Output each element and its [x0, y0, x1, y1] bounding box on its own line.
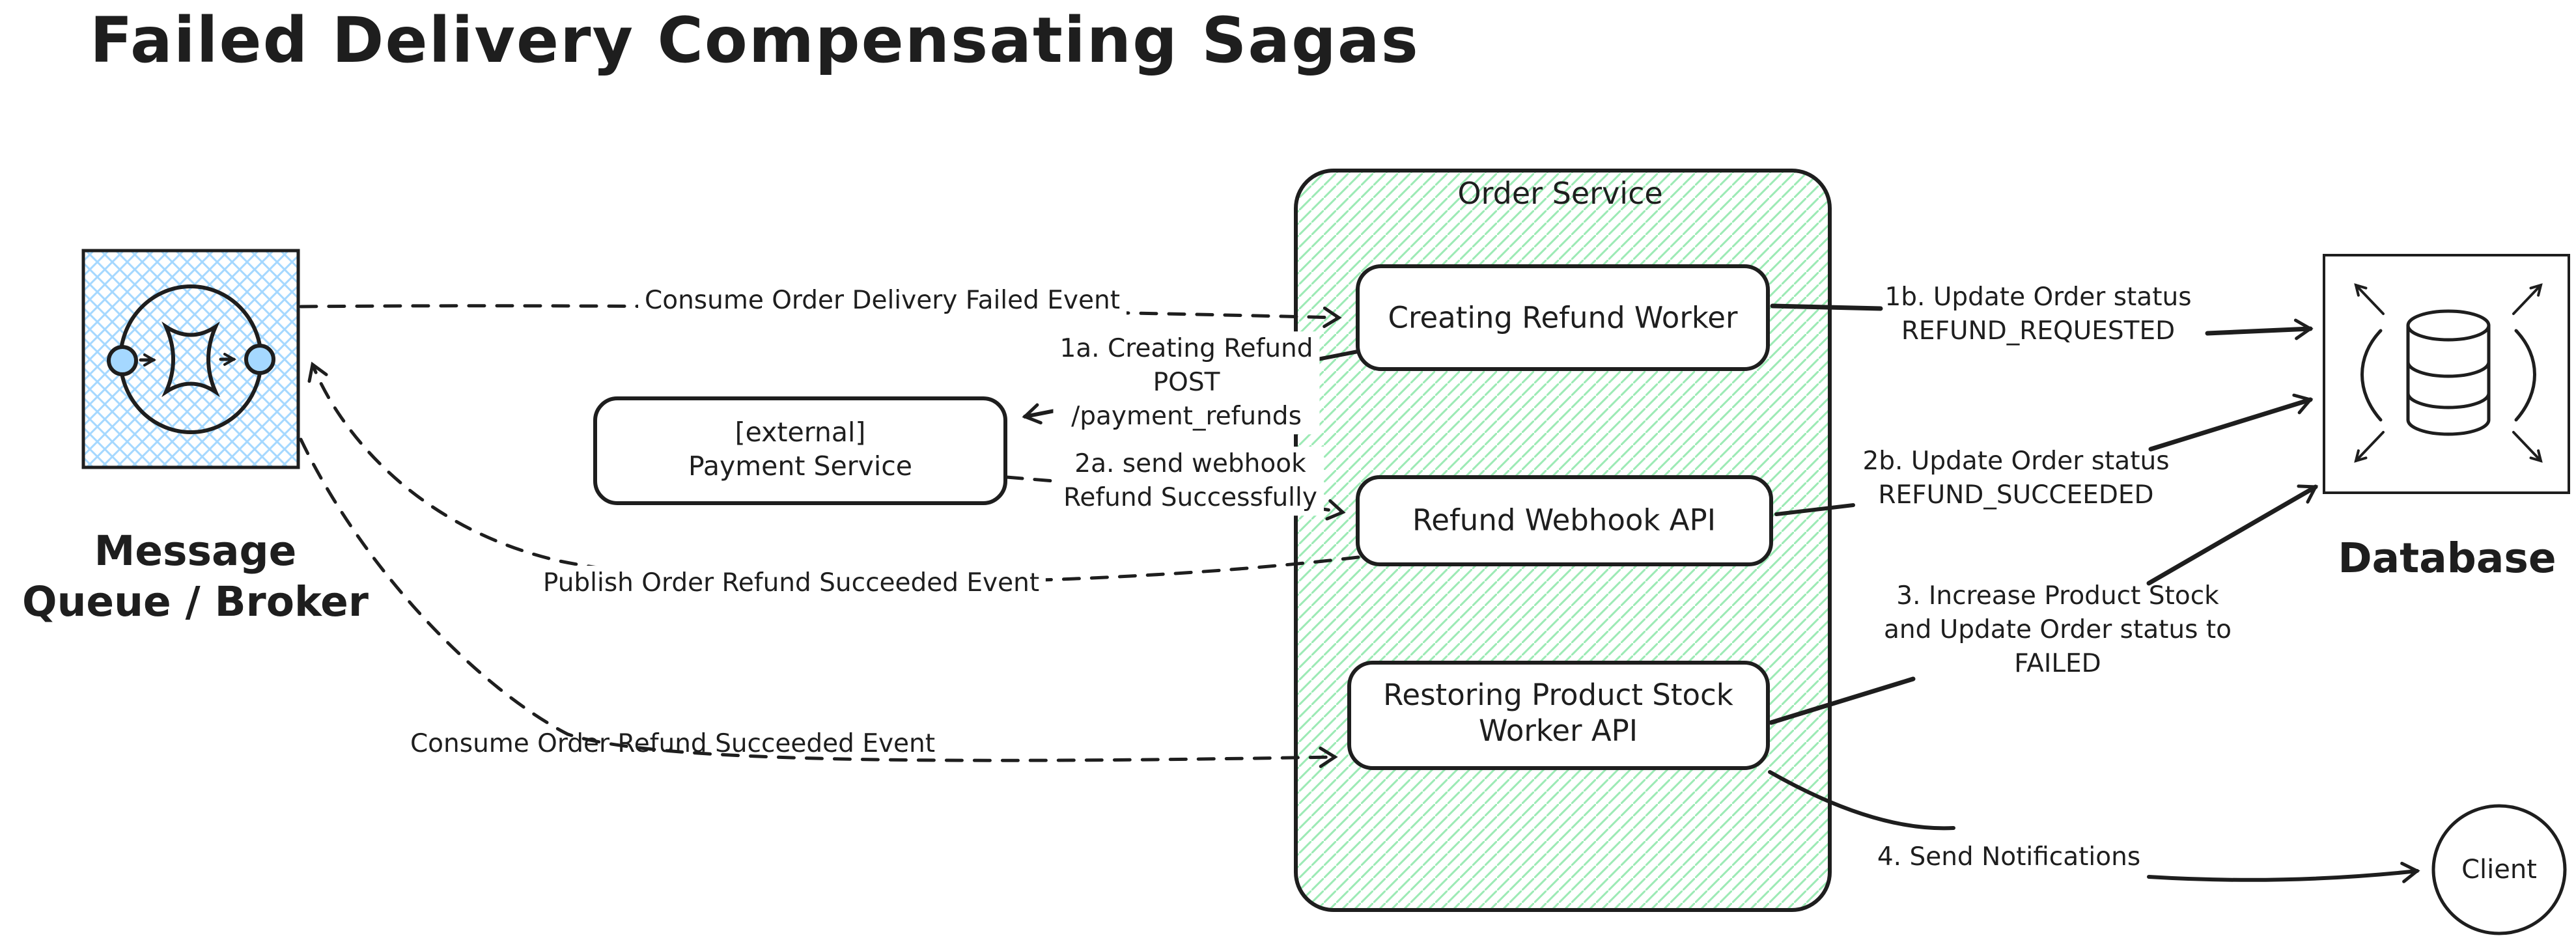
database-node [2323, 254, 2570, 494]
database-icon [2354, 283, 2543, 463]
edge-send-notifications-tail [1768, 770, 1955, 831]
consume-delivery-failed-label: Consume Order Delivery Failed Event [637, 283, 1127, 318]
diagram-title: Failed Delivery Compensating Sagas [90, 4, 1420, 77]
edge-refund-requested-tail [1770, 303, 1883, 311]
edge-send-notifications-head [2147, 861, 2420, 883]
refund-webhook-api-label: Refund Webhook API [1412, 503, 1716, 538]
creating-refund-worker-box [1356, 264, 1770, 371]
order-service-label: Order Service [1457, 176, 1663, 212]
edge-consume-refund-succeeded [299, 437, 1338, 768]
client-circle [2431, 804, 2567, 935]
edge-refund-succeeded-head [2148, 393, 2314, 452]
publish-refund-succeeded-label: Publish Order Refund Succeeded Event [536, 566, 1046, 601]
database-label: Database [2338, 534, 2556, 582]
edge-refund-requested-head [2205, 318, 2314, 340]
refund-requested-label: 1b. Update Order status REFUND_REQUESTED [1884, 283, 2192, 346]
edge-increase-stock-head [2146, 484, 2319, 586]
refund-webhook-api-box [1356, 475, 1773, 566]
send-notifications-label: 4. Send Notifications [1877, 842, 2141, 872]
increase-stock-label: 3. Increase Product Stock and Update Ord… [1883, 581, 2232, 678]
edge-refund-succeeded-tail [1774, 503, 1855, 516]
send-webhook-label: 2a. send webhook Refund Successfully [1057, 447, 1324, 516]
message-queue-node [81, 249, 300, 469]
client-label: Client [2461, 855, 2537, 885]
consume-refund-succeeded-label: Consume Order Refund Succeeded Event [410, 729, 936, 759]
restoring-worker-label: Restoring Product Stock Worker API [1383, 678, 1733, 748]
message-queue-icon [107, 284, 275, 434]
edge-increase-stock-tail [1769, 676, 1916, 725]
creating-refund-worker-label: Creating Refund Worker [1388, 300, 1738, 335]
refund-post-label: 1a. Creating Refund POST /payment_refund… [1053, 331, 1320, 434]
restoring-worker-box [1347, 661, 1770, 770]
payment-service-box [593, 396, 1007, 505]
payment-service-label: [external] Payment Service [688, 416, 913, 482]
refund-succeeded-label: 2b. Update Order status REFUND_SUCCEEDED [1862, 447, 2170, 510]
message-queue-label: Message Queue / Broker [22, 527, 369, 626]
